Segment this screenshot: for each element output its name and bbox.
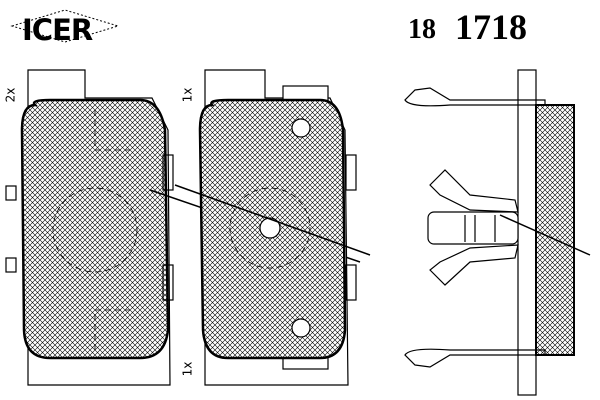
part-number-prefix: 18 — [408, 14, 436, 45]
quantity-label-middle-pad-bottom: 1x — [180, 361, 195, 377]
icer-logo: ICER — [10, 8, 120, 48]
brake-pad-side-view — [404, 69, 591, 396]
logo-text: ICER — [22, 13, 93, 47]
brake-pad-front-view-middle — [174, 69, 371, 386]
logo-diamond-outline — [10, 9, 120, 43]
quantity-label-middle-pad-top: 1x — [180, 87, 195, 103]
quantity-label-left-pad: 2x — [3, 87, 18, 103]
part-number: 1718 — [455, 7, 527, 47]
brake-pad-front-view-left — [5, 69, 361, 386]
